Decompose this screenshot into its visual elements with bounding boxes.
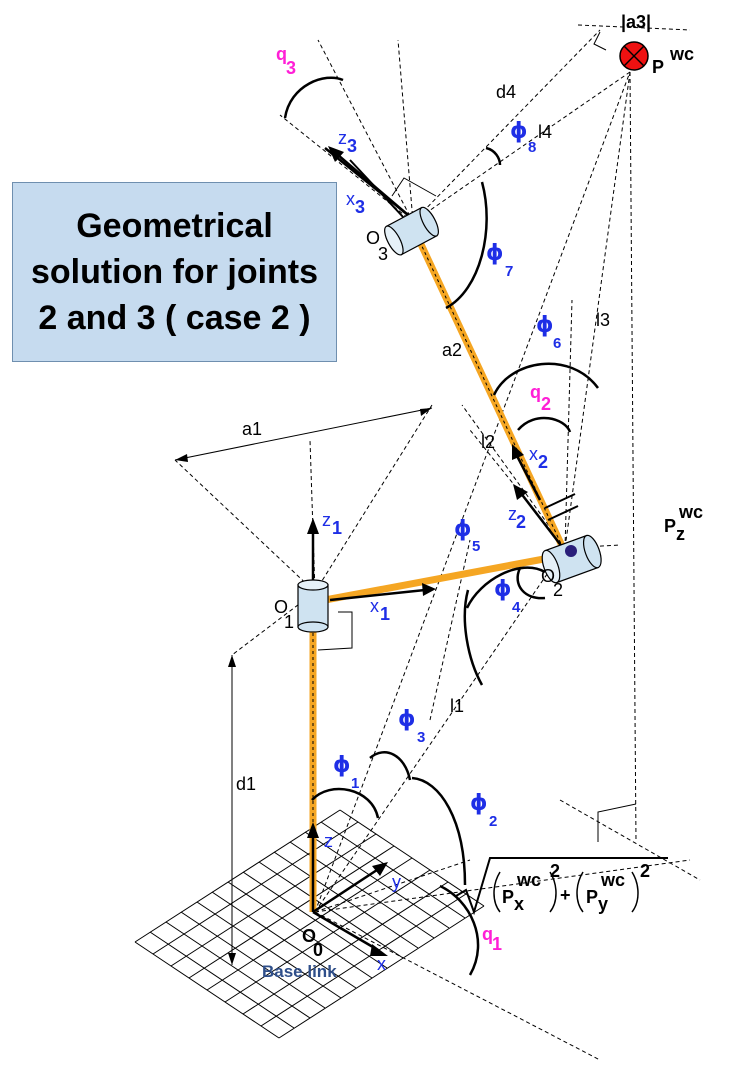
diagram-labels: |a3| P wc d4 l4 q 3 z 3 x 3 O 3 ϕ 8 ϕ 7 … bbox=[236, 12, 703, 981]
sqrt-py-sup: wc bbox=[600, 870, 625, 890]
o1-n: 1 bbox=[284, 612, 294, 632]
dimension-lines bbox=[174, 407, 433, 965]
title-line-2: solution for joints bbox=[30, 253, 319, 291]
phi8-symbol: ϕ bbox=[510, 119, 528, 144]
l1-label: l1 bbox=[450, 696, 464, 716]
y0-label: y bbox=[392, 872, 401, 892]
x2-x: x bbox=[529, 444, 538, 464]
l3-label: l3 bbox=[596, 310, 610, 330]
pz-sup: wc bbox=[678, 502, 703, 522]
z0-label: z bbox=[324, 831, 333, 851]
phi2-symbol: ϕ bbox=[470, 791, 488, 816]
title-line-3: 2 and 3 ( case 2 ) bbox=[38, 299, 311, 337]
phi6-symbol: ϕ bbox=[536, 313, 554, 338]
q2-n: 2 bbox=[541, 394, 551, 414]
o3-n: 3 bbox=[378, 244, 388, 264]
o3-o: O bbox=[366, 228, 380, 248]
o2-n: 2 bbox=[553, 580, 563, 600]
sqrt-py-sub: y bbox=[598, 894, 608, 914]
wrist-center-target bbox=[619, 41, 649, 71]
pwc-sup: wc bbox=[669, 44, 694, 64]
phi4-n: 4 bbox=[512, 599, 521, 616]
o1-o: O bbox=[274, 597, 288, 617]
a2-label: a2 bbox=[442, 340, 462, 360]
pz-sub: z bbox=[676, 524, 685, 544]
d1-label: d1 bbox=[236, 774, 256, 794]
z2-z: z bbox=[508, 504, 517, 524]
z1-z: z bbox=[322, 510, 331, 530]
a1-label: a1 bbox=[242, 419, 262, 439]
sqrt-py-p: P bbox=[586, 887, 598, 907]
phi1-symbol: ϕ bbox=[333, 753, 351, 778]
sqrt-plus: + bbox=[560, 885, 571, 905]
joint-o2-cylinder bbox=[541, 534, 602, 584]
phi5-n: 5 bbox=[472, 538, 480, 555]
phi5-symbol: ϕ bbox=[454, 517, 472, 542]
joint-o3-cylinder bbox=[384, 206, 439, 256]
joint-o1-cylinder bbox=[297, 579, 329, 633]
a3-label: |a3| bbox=[621, 12, 651, 32]
q1-n: 1 bbox=[492, 934, 502, 954]
sqrt-py-pow: 2 bbox=[640, 861, 650, 881]
x1-n: 1 bbox=[380, 604, 390, 624]
phi8-n: 8 bbox=[528, 139, 536, 156]
phi6-n: 6 bbox=[553, 335, 561, 352]
sqrt-formula: P x wc 2 + P y wc 2 bbox=[455, 857, 668, 916]
x2-n: 2 bbox=[538, 452, 548, 472]
z2-n: 2 bbox=[516, 512, 526, 532]
z1-n: 1 bbox=[332, 518, 342, 538]
phi4-symbol: ϕ bbox=[494, 577, 512, 602]
angle-arcs bbox=[283, 76, 600, 976]
right-angle-markers bbox=[317, 31, 637, 842]
phi2-n: 2 bbox=[489, 813, 497, 830]
phi3-n: 3 bbox=[417, 729, 425, 746]
x3-n: 3 bbox=[355, 197, 365, 217]
sqrt-px-pow: 2 bbox=[550, 861, 560, 881]
x0-label: x bbox=[377, 954, 386, 974]
o0-o: O bbox=[302, 926, 316, 946]
base-link-label: Base link bbox=[262, 962, 337, 981]
construction-lines bbox=[174, 24, 701, 1061]
title-box: Geometrical solution for joints 2 and 3 … bbox=[12, 182, 337, 362]
o0-n: 0 bbox=[313, 940, 323, 960]
x3-x: x bbox=[346, 189, 355, 209]
sqrt-px-sup: wc bbox=[516, 870, 541, 890]
q3-q: q bbox=[276, 44, 287, 64]
q2-q: q bbox=[530, 382, 541, 402]
sqrt-px-p: P bbox=[502, 887, 514, 907]
z3-n: 3 bbox=[347, 136, 357, 156]
z3-z: z bbox=[338, 128, 347, 148]
phi1-n: 1 bbox=[351, 775, 359, 792]
pz-p: P bbox=[664, 516, 676, 536]
l2-label: l2 bbox=[481, 432, 495, 452]
l4-label: l4 bbox=[538, 122, 552, 142]
pwc-p: P bbox=[652, 57, 664, 77]
phi7-symbol: ϕ bbox=[486, 241, 504, 266]
frame-arrows bbox=[307, 146, 579, 956]
phi3-symbol: ϕ bbox=[398, 707, 416, 732]
x1-x: x bbox=[370, 596, 379, 616]
title-line-1: Geometrical bbox=[76, 207, 273, 245]
phi7-n: 7 bbox=[505, 263, 513, 280]
o2-o: O bbox=[541, 566, 555, 586]
q1-q: q bbox=[482, 924, 493, 944]
q3-n: 3 bbox=[286, 58, 296, 78]
d4-label: d4 bbox=[496, 82, 516, 102]
sqrt-px-sub: x bbox=[514, 894, 524, 914]
